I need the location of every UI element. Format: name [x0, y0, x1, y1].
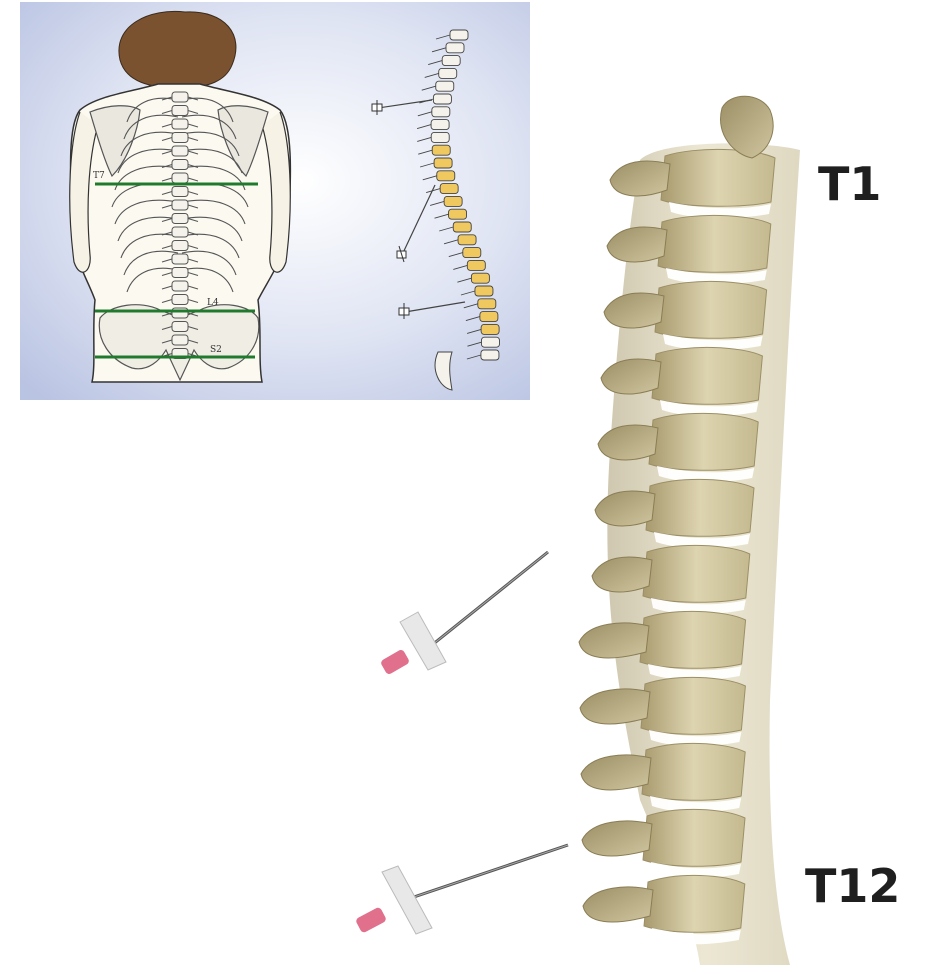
side-vertebra — [439, 68, 457, 78]
inset-vertebra — [172, 187, 188, 197]
vertebral-process — [607, 227, 667, 262]
vertebral-process — [580, 689, 650, 724]
needle-lower — [355, 845, 568, 934]
side-vertebra — [453, 222, 471, 232]
side-vertebra — [432, 145, 450, 155]
side-vertebra — [431, 120, 449, 130]
level-label-middle: L4 — [207, 298, 219, 308]
vertebral-body — [642, 743, 745, 800]
side-vertebra — [437, 171, 455, 181]
side-vertebra — [481, 337, 499, 347]
vertebral-process — [592, 557, 652, 592]
vertebral-process — [604, 293, 664, 328]
inset-vertebra — [172, 322, 188, 332]
side-vertebra — [458, 235, 476, 245]
side-vertebra — [444, 196, 462, 206]
side-vertebra — [433, 94, 451, 104]
head-hair — [119, 11, 236, 88]
level-label-upper: T7 — [93, 171, 105, 181]
inset-vertebra — [172, 106, 188, 116]
vertebral-process — [583, 887, 653, 922]
inset-vertebra — [172, 200, 188, 210]
vertebral-process — [581, 755, 651, 790]
inset-vertebra — [172, 335, 188, 345]
side-vertebra — [436, 81, 454, 91]
side-vertebra — [431, 132, 449, 142]
side-vertebra — [480, 312, 498, 322]
side-vertebra — [450, 30, 468, 40]
inset-vertebra — [172, 119, 188, 129]
vertebral-process — [595, 491, 655, 526]
inset-vertebra — [172, 227, 188, 237]
side-vertebra — [434, 158, 452, 168]
vertebral-body — [646, 479, 754, 536]
vertebral-process — [598, 425, 658, 460]
level-label-lower: S2 — [210, 345, 222, 355]
side-vertebra — [481, 350, 499, 360]
inset-vertebra — [172, 214, 188, 224]
vertebral-process — [610, 161, 670, 196]
side-vertebra — [432, 107, 450, 117]
label-t1: T1 — [818, 157, 881, 211]
vertebral-body — [643, 809, 745, 866]
side-vertebra — [442, 56, 460, 66]
inset-vertebra — [172, 241, 188, 251]
vertebral-body — [641, 677, 745, 734]
side-vertebra — [478, 299, 496, 309]
inset-vertebra — [172, 268, 188, 278]
vertebral-body — [640, 611, 746, 668]
inset-vertebra — [172, 173, 188, 183]
vertebral-process — [601, 359, 661, 394]
side-vertebra — [481, 324, 499, 334]
vertebral-body — [644, 875, 745, 932]
label-t12: T12 — [805, 859, 900, 913]
needle-upper-cap — [380, 649, 411, 676]
inset-vertebra — [172, 92, 188, 102]
vertebral-body — [655, 281, 767, 338]
vertebral-body — [661, 149, 775, 206]
side-vertebra — [440, 184, 458, 194]
inset-vertebra — [172, 295, 188, 305]
vertebral-body — [658, 215, 771, 272]
vertebral-process — [582, 821, 652, 856]
needle-upper — [380, 552, 548, 675]
side-vertebra — [475, 286, 493, 296]
inset-panel: T7 L4 S2 — [20, 2, 530, 400]
thoracic-spine — [579, 96, 800, 965]
vertebral-body — [643, 545, 750, 602]
side-vertebra — [471, 273, 489, 283]
side-vertebra — [446, 43, 464, 53]
needle-lower-cap — [355, 906, 387, 933]
vertebral-body — [652, 347, 762, 404]
side-vertebra — [467, 260, 485, 270]
inset-vertebra — [172, 281, 188, 291]
inset-vertebra — [172, 254, 188, 264]
needle-lower-hub — [382, 866, 432, 934]
side-vertebra — [463, 248, 481, 258]
inset-vertebra — [172, 133, 188, 143]
vertebral-process — [579, 623, 649, 658]
inset-vertebra — [172, 146, 188, 156]
side-vertebra — [449, 209, 467, 219]
inset-vertebra — [172, 160, 188, 170]
vertebral-body — [649, 413, 758, 470]
